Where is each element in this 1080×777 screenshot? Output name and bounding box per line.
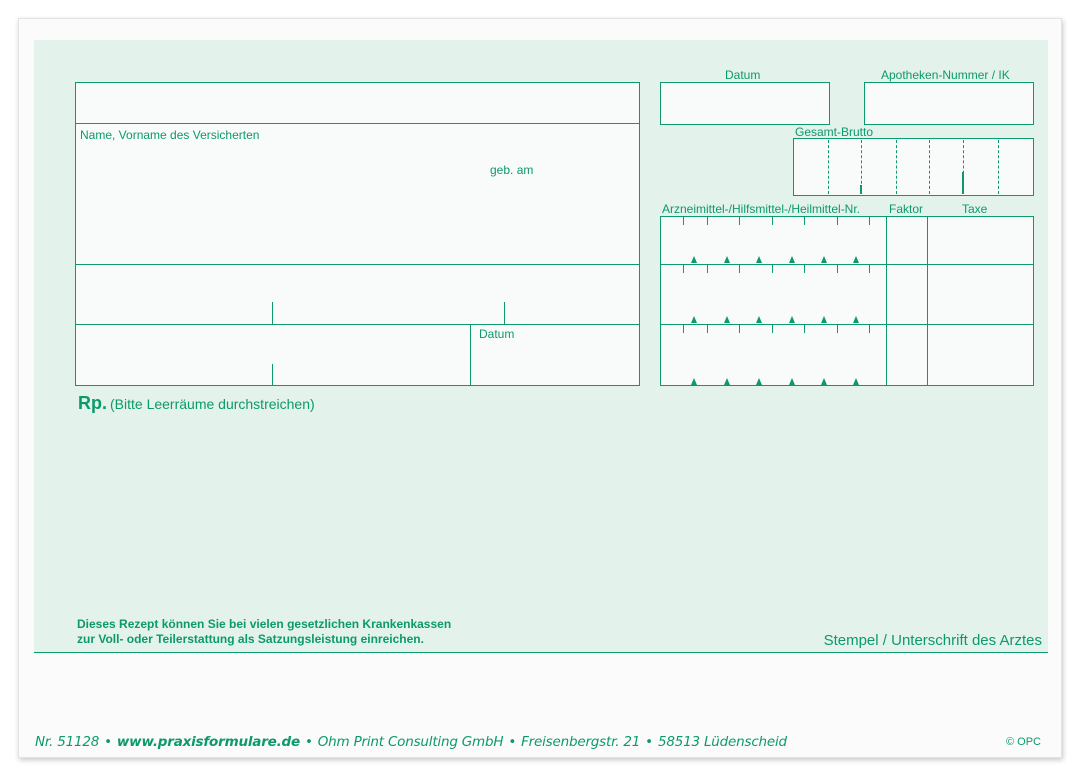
decimal-marker xyxy=(860,185,862,194)
digit-tick xyxy=(707,217,708,225)
digit-triangle xyxy=(756,256,762,263)
date-label: Datum xyxy=(479,327,515,341)
digit-tick xyxy=(772,325,773,333)
pharmacy-number-field[interactable] xyxy=(864,82,1034,125)
digit-tick xyxy=(739,265,740,273)
city-address: 58513 Lüdenscheid xyxy=(657,734,787,750)
digit-triangle xyxy=(756,316,762,323)
digit-triangle xyxy=(691,256,697,263)
digit-triangle xyxy=(853,378,859,385)
gross-total-label: Gesamt-Brutto xyxy=(795,125,874,139)
digit-tick xyxy=(804,217,805,225)
digit-triangle xyxy=(789,378,795,385)
digit-triangle xyxy=(691,316,697,323)
divider xyxy=(470,324,471,386)
digit-tick xyxy=(683,265,684,273)
pharmacy-number-label: Apotheken-Nummer / IK xyxy=(881,68,1010,82)
rp-prefix: Rp. xyxy=(78,393,107,413)
digit-triangle xyxy=(691,378,697,385)
field-marker xyxy=(504,302,505,324)
prescription-area[interactable] xyxy=(75,419,1035,609)
item-number-label: Arzneimittel-/Hilfsmittel-/Heilmittel-Nr… xyxy=(662,202,861,216)
digit-tick xyxy=(869,325,870,333)
digit-tick xyxy=(837,325,838,333)
digit-separator xyxy=(929,140,930,194)
digit-triangle xyxy=(853,256,859,263)
street-address: Freisenbergstr. 21 xyxy=(521,734,641,750)
digit-triangle xyxy=(821,378,827,385)
digit-triangle xyxy=(853,316,859,323)
row-divider xyxy=(660,324,1034,325)
digit-tick xyxy=(869,217,870,225)
row-divider xyxy=(660,264,1034,265)
reimbursement-notice: Dieses Rezept können Sie bei vielen gese… xyxy=(77,617,451,647)
divider xyxy=(75,264,640,265)
birth-date-label: geb. am xyxy=(490,163,534,177)
date-field[interactable] xyxy=(660,82,830,125)
insured-header-field[interactable] xyxy=(75,82,640,124)
field-marker xyxy=(272,364,273,386)
digit-tick xyxy=(683,325,684,333)
digit-triangle xyxy=(756,378,762,385)
company-name: Ohm Print Consulting GmbH xyxy=(317,734,504,750)
digit-separator xyxy=(998,140,999,194)
insured-block xyxy=(75,82,640,386)
notice-line: zur Voll- oder Teilerstattung als Satzun… xyxy=(77,632,424,646)
digit-tick xyxy=(739,217,740,225)
column-divider xyxy=(927,216,928,386)
insured-name-label: Name, Vorname des Versicherten xyxy=(80,128,260,142)
prescription-form: Name, Vorname des Versicherten geb. am D… xyxy=(18,18,1062,758)
rp-instruction: Rp.(Bitte Leerräume durchstreichen) xyxy=(78,393,315,414)
digit-tick xyxy=(739,325,740,333)
digit-triangle xyxy=(724,316,730,323)
decimal-marker xyxy=(962,172,964,194)
digit-separator xyxy=(963,140,964,194)
digit-triangle xyxy=(724,256,730,263)
digit-tick xyxy=(707,265,708,273)
form-number: Nr. 51128 xyxy=(35,734,100,750)
digit-tick xyxy=(772,217,773,225)
digit-triangle xyxy=(789,256,795,263)
signature-line xyxy=(34,652,1048,653)
digit-tick xyxy=(683,217,684,225)
footer-separator: • xyxy=(645,734,653,750)
digit-tick xyxy=(772,265,773,273)
footer-separator: • xyxy=(104,734,112,750)
fee-label: Taxe xyxy=(962,202,988,216)
footer-separator: • xyxy=(304,734,313,750)
items-table xyxy=(660,216,1034,386)
copyright-notice: © OPC xyxy=(1006,736,1041,748)
digit-tick xyxy=(804,265,805,273)
digit-triangle xyxy=(821,256,827,263)
digit-separator xyxy=(896,140,897,194)
divider xyxy=(75,324,640,325)
form-footer: Nr. 51128•www.praxisformulare.de•Ohm Pri… xyxy=(35,734,787,750)
website-link[interactable]: www.praxisformulare.de xyxy=(116,734,300,750)
digit-tick xyxy=(804,325,805,333)
column-divider xyxy=(886,216,887,386)
footer-separator: • xyxy=(508,734,517,750)
digit-separator xyxy=(828,140,829,194)
digit-triangle xyxy=(789,316,795,323)
field-marker xyxy=(272,302,273,324)
date-field-label: Datum xyxy=(725,68,761,82)
digit-tick xyxy=(707,325,708,333)
digit-tick xyxy=(869,265,870,273)
digit-separator xyxy=(861,140,862,194)
doctor-stamp-signature-label: Stempel / Unterschrift des Arztes xyxy=(823,632,1042,649)
digit-triangle xyxy=(724,378,730,385)
gross-total-field[interactable] xyxy=(793,138,1034,196)
digit-tick xyxy=(837,265,838,273)
rp-text: (Bitte Leerräume durchstreichen) xyxy=(110,396,315,412)
divider xyxy=(75,123,640,124)
notice-line: Dieses Rezept können Sie bei vielen gese… xyxy=(77,617,452,631)
digit-tick xyxy=(837,217,838,225)
factor-label: Faktor xyxy=(889,202,924,216)
digit-triangle xyxy=(821,316,827,323)
